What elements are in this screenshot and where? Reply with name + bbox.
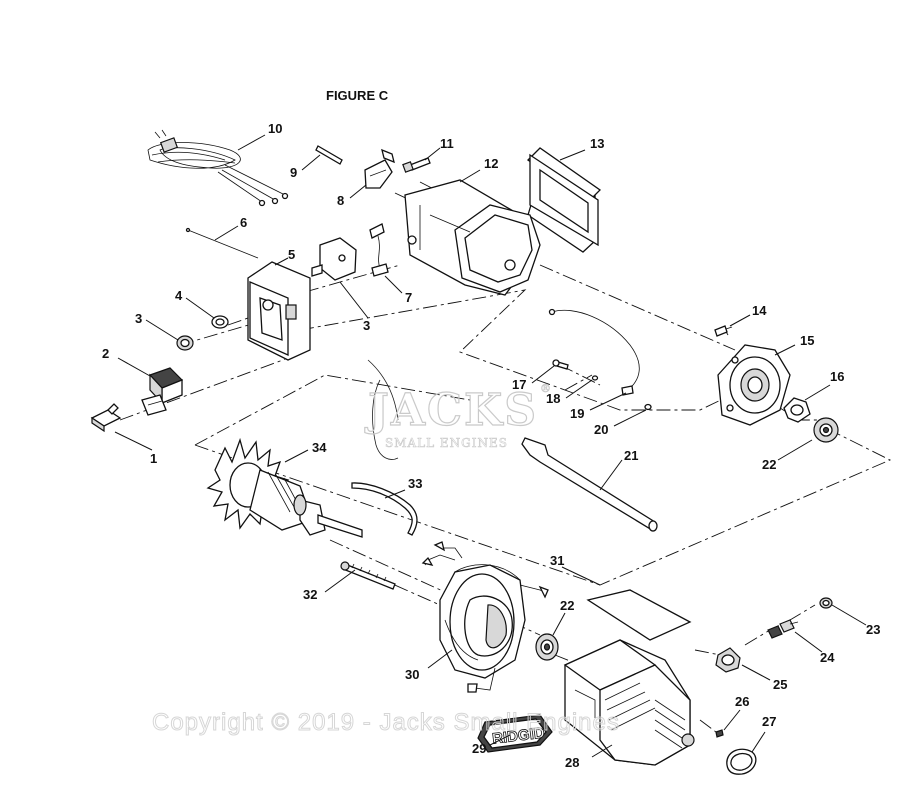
callout-33: 33 <box>408 476 422 491</box>
rocker-switch <box>141 367 184 416</box>
callout-15: 15 <box>800 333 814 348</box>
end-bell <box>717 344 791 426</box>
end-cap-screw <box>714 325 733 337</box>
screw <box>402 157 431 173</box>
callout-19: 19 <box>570 406 584 421</box>
switch-box <box>247 261 311 361</box>
figure-title: FIGURE C <box>326 88 389 103</box>
callout-30: 30 <box>405 667 419 682</box>
callout-22-lower: 22 <box>560 598 574 613</box>
callout-32: 32 <box>303 587 317 602</box>
callout-21: 21 <box>624 448 638 463</box>
callout-1: 1 <box>150 451 157 466</box>
switch-key <box>90 403 122 433</box>
relay-switch <box>311 237 357 281</box>
watermark-sub: SMALL ENGINES <box>385 436 508 450</box>
screw-small <box>552 359 569 370</box>
callout-26: 26 <box>735 694 749 709</box>
stator <box>421 541 549 693</box>
flat-washer <box>644 403 652 411</box>
callout-12: 12 <box>484 156 498 171</box>
watermark-logo: JACKS <box>364 385 538 436</box>
callout-20: 20 <box>594 422 608 437</box>
carbon-brush <box>767 619 799 639</box>
callout-11: 11 <box>440 136 454 151</box>
armature <box>206 437 363 538</box>
brand-badge: RIDGID <box>477 714 553 753</box>
callout-3-nut: 3 <box>135 311 142 326</box>
callout-18: 18 <box>546 391 560 406</box>
callout-16: 16 <box>830 369 844 384</box>
watermark-registered: ® <box>540 382 552 395</box>
cord-clamp <box>364 148 395 189</box>
ground-wire <box>548 308 640 396</box>
callout-9: 9 <box>290 165 297 180</box>
through-bolt <box>340 561 396 590</box>
shaft-rod <box>521 437 658 532</box>
callout-5: 5 <box>288 247 295 262</box>
callout-31: 31 <box>550 553 564 568</box>
wire-sleeve <box>315 145 343 165</box>
wave-washer <box>783 397 811 423</box>
callout-29: 29 <box>472 741 486 756</box>
callout-23: 23 <box>866 622 880 637</box>
callout-8: 8 <box>337 193 344 208</box>
callout-2: 2 <box>102 346 109 361</box>
callout-6: 6 <box>240 215 247 230</box>
wire-lead <box>369 223 389 277</box>
rod <box>185 227 259 259</box>
washer <box>211 315 229 329</box>
callout-28: 28 <box>565 755 579 770</box>
callout-13: 13 <box>590 136 604 151</box>
callout-numbers: 1 2 3 3 4 5 6 7 8 9 10 11 12 13 14 15 16… <box>102 121 880 770</box>
callout-27: 27 <box>762 714 776 729</box>
brush-cap <box>819 597 833 609</box>
callout-22-upper: 22 <box>762 457 776 472</box>
watermark: JACKS ® SMALL ENGINES Copyright © 2019 -… <box>152 359 620 737</box>
lock-washer <box>591 375 599 381</box>
pin <box>715 729 724 738</box>
motor-end-housing <box>563 639 695 766</box>
watermark-copyright: Copyright © 2019 - Jacks Small Engines <box>152 709 620 736</box>
callout-34: 34 <box>312 440 327 455</box>
leader-lines <box>114 134 867 758</box>
callout-25: 25 <box>773 677 787 692</box>
power-cord <box>147 129 289 207</box>
nut <box>176 335 194 351</box>
callout-17: 17 <box>512 377 526 392</box>
callout-10: 10 <box>268 121 282 136</box>
bearing-lower <box>535 633 559 661</box>
callout-3-relay: 3 <box>363 318 370 333</box>
motor-housing <box>404 179 541 296</box>
retaining-ring <box>726 748 757 775</box>
callout-4: 4 <box>175 288 183 303</box>
brush-holder <box>715 647 741 673</box>
gasket <box>526 147 602 253</box>
callout-7: 7 <box>405 290 412 305</box>
callout-24: 24 <box>820 650 835 665</box>
spec-label <box>586 589 692 641</box>
bearing-upper <box>813 417 839 443</box>
callout-14: 14 <box>752 303 767 318</box>
